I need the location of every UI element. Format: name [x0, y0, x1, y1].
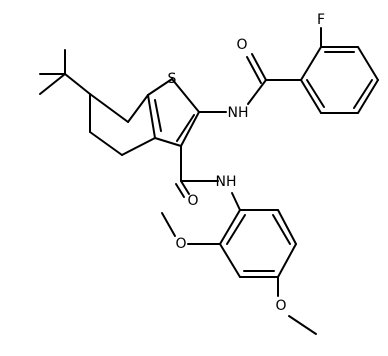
atom-amide-oxygen-top: O — [236, 37, 247, 53]
bond-nh-aryl-lower — [231, 192, 241, 211]
bond-para-o-methyl — [288, 315, 317, 335]
bond-dm-c4-c5 — [277, 243, 297, 278]
bond-co-o — [251, 53, 267, 81]
bond-c7-c7a — [127, 94, 149, 123]
bond-c3a-c7a-double — [154, 99, 162, 132]
atom-amide-oxygen-bottom: O — [187, 193, 198, 209]
bond-fp-c6-c1 — [300, 79, 322, 114]
bond-tbu-methyl-bottom — [39, 73, 66, 95]
bond-s-c2 — [171, 78, 200, 113]
bond-c5-c4 — [89, 131, 123, 156]
bond-c2-c3-double — [176, 114, 195, 142]
atom-sulfur: S — [168, 71, 177, 87]
bond-co-o-lower — [180, 180, 190, 195]
bond-c3-c3a — [154, 137, 182, 147]
atom-methoxy-oxygen-ortho: O — [175, 236, 186, 252]
bond-layer — [39, 27, 379, 335]
bond-nh-co — [247, 79, 267, 105]
atom-amide-nh-bottom: NH — [216, 174, 237, 190]
bond-tbu-to-ring — [64, 73, 91, 95]
bond-c4-c3a — [121, 137, 156, 156]
bond-fp-c1-c2 — [300, 46, 322, 81]
atom-methoxy-oxygen-para: O — [275, 298, 286, 314]
bond-co-o-double — [246, 56, 262, 84]
bond-dm-c2-c3 — [219, 243, 241, 278]
bond-fp-c4-c5 — [357, 79, 379, 114]
bond-fp-c4-c5-double — [353, 79, 373, 109]
bond-fp-c3-c4 — [357, 46, 379, 81]
bond-c7a-s — [147, 78, 173, 96]
bond-ortho-o-methyl — [161, 212, 176, 237]
bond-fp-c6-c1-double — [306, 79, 325, 108]
bond-dm-c1-c2 — [219, 209, 241, 245]
atom-label-layer: S F O NH O NH O O — [168, 12, 325, 314]
bond-dm-c1-c2-double — [226, 214, 246, 245]
bond-co-o-lower-double — [175, 183, 185, 198]
bond-c6-c7 — [89, 93, 129, 123]
bond-c3a-c7a — [147, 94, 156, 139]
atom-fluorine: F — [317, 12, 325, 28]
bond-dm-c5-c6 — [277, 209, 297, 245]
bond-c2-c3 — [180, 111, 200, 147]
bond-dm-c5-c6-double — [272, 214, 291, 245]
atom-amide-nh-top: NH — [228, 105, 249, 121]
